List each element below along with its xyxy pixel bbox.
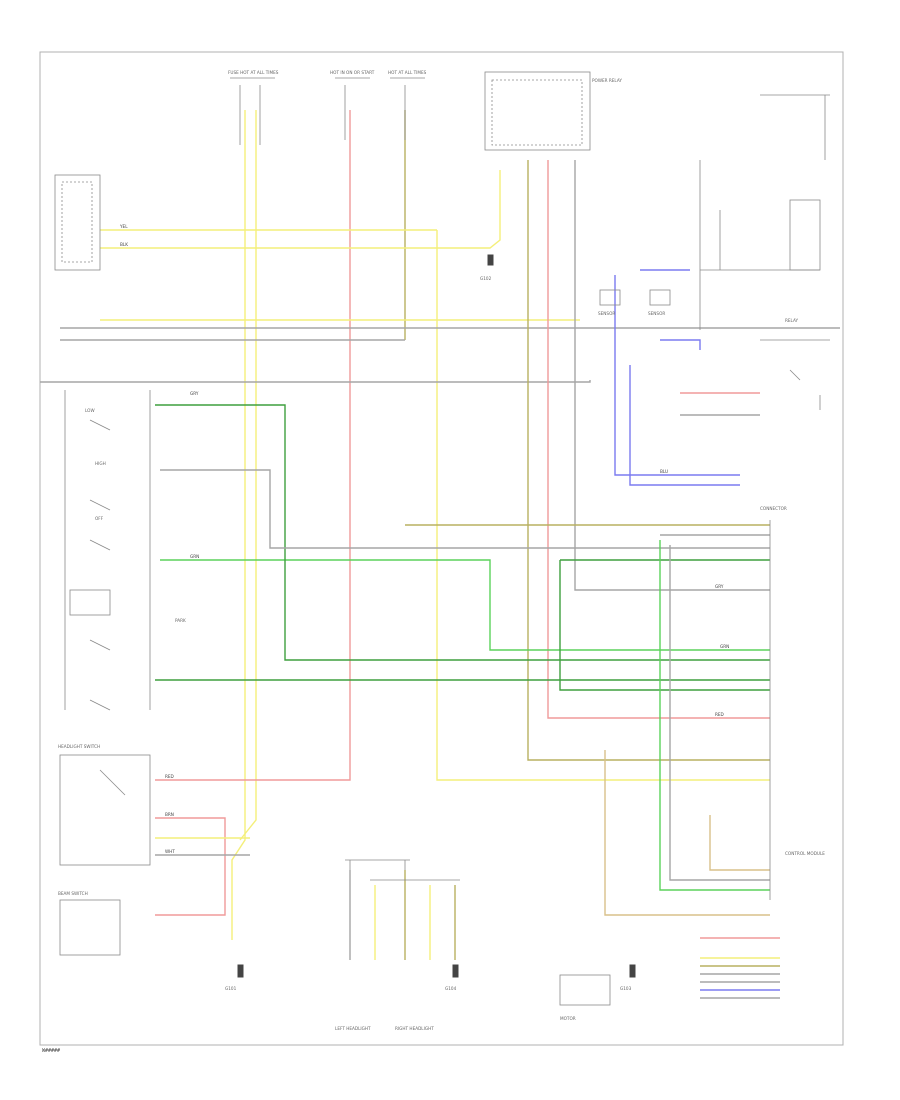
label-fuse-c: HOT AT ALL TIMES xyxy=(388,70,427,75)
headlight-switch-contact xyxy=(99,769,126,796)
label-module-right: CONTROL MODULE xyxy=(785,851,825,856)
beam-switch-box xyxy=(59,899,121,956)
wire-gray-mid xyxy=(160,469,770,549)
fuse-block-a xyxy=(230,77,275,145)
label-high: HIGH xyxy=(95,461,106,466)
label-fuse-b: HOT IN ON OR START xyxy=(330,70,375,75)
label-sensor-b: SENSOR xyxy=(648,311,665,316)
code-gry-2: GRY xyxy=(715,584,724,589)
ground-group xyxy=(237,254,636,978)
lamp-bracket xyxy=(345,859,410,870)
wire-red-ll1 xyxy=(155,817,226,916)
switch-contact-4 xyxy=(89,639,111,651)
switch-contact-5 xyxy=(89,699,111,711)
label-fuse-a: FUSE HOT AT ALL TIMES xyxy=(228,70,279,75)
label-relay-box: POWER RELAY xyxy=(592,78,622,83)
wire-gray-relay xyxy=(574,160,770,591)
diagram-frame xyxy=(39,51,844,1046)
component-group xyxy=(54,71,830,1006)
ground-d xyxy=(452,964,459,978)
headlight-switch-box xyxy=(59,754,151,866)
label-motor: MOTOR xyxy=(560,1016,576,1021)
label-lamp-left: LEFT HEADLIGHT xyxy=(335,1026,371,1031)
wire-blue-1 xyxy=(614,275,740,476)
switch-contact-1 xyxy=(89,419,111,431)
label-ground-c: G103 xyxy=(620,986,632,991)
wire-green-a xyxy=(160,559,770,651)
label-off: OFF xyxy=(95,516,104,521)
ground-b xyxy=(487,254,494,266)
wire-yellow-left-b xyxy=(239,110,257,841)
wire-tan-right xyxy=(604,750,770,916)
switch-rheostat xyxy=(69,589,111,616)
wire-red-relay xyxy=(547,160,770,719)
label-connector: CONNECTOR xyxy=(760,506,787,511)
label-ground-a: G101 xyxy=(225,986,237,991)
code-grn-1: GRN xyxy=(190,554,199,559)
label-ground-b: G102 xyxy=(480,276,492,281)
module-top-left xyxy=(54,174,101,271)
motor-box xyxy=(559,974,611,1006)
wire-green-right xyxy=(659,540,770,891)
switch-right xyxy=(760,339,830,410)
relay-right xyxy=(760,94,830,160)
label-light-switch: HEADLIGHT SWITCH xyxy=(58,744,100,749)
label-low: LOW xyxy=(85,408,95,413)
code-yel-1: YEL xyxy=(119,224,128,229)
label-relay-right: RELAY xyxy=(785,318,799,323)
fuse-block-c xyxy=(390,77,425,140)
wire-tan-right2 xyxy=(709,815,770,871)
wire-blue-3 xyxy=(660,339,701,350)
relay-right-coil xyxy=(789,199,821,271)
wire-gray-right xyxy=(669,545,770,881)
wire-yellow-left xyxy=(231,110,246,940)
code-grn-2: GRN xyxy=(720,644,729,649)
label-group: FUSE HOT AT ALL TIMES HOT IN ON OR START… xyxy=(42,70,825,1054)
wire-red-long xyxy=(155,120,351,781)
wire-gray-h3 xyxy=(40,380,591,383)
code-gry-1: GRY xyxy=(190,391,199,396)
wire-olive-relay xyxy=(527,160,770,761)
sensor-box-right2 xyxy=(649,289,671,306)
code-red-1: RED xyxy=(165,774,174,779)
code-blk-1: BLK xyxy=(120,242,128,247)
code-brn-1: BRN xyxy=(165,812,174,817)
ground-a xyxy=(237,964,244,978)
switch-contact-3 xyxy=(89,539,111,551)
relay-box-inner xyxy=(491,79,583,146)
wire-blue-2 xyxy=(629,365,740,486)
code-blu-1: BLU xyxy=(660,469,668,474)
wire-green-b xyxy=(155,404,770,661)
module-top-left-inner xyxy=(61,181,93,263)
sensor-box-right xyxy=(599,289,621,306)
code-red-2: RED xyxy=(715,712,724,717)
switch-bank-left xyxy=(64,390,151,710)
relay-right-frame xyxy=(699,160,820,330)
code-wht-1: WHT xyxy=(165,849,175,854)
label-sensor-a: SENSOR xyxy=(598,311,615,316)
label-park: PARK xyxy=(175,618,186,623)
label-beam-switch: BEAM SWITCH xyxy=(58,891,88,896)
wire-yellow-center xyxy=(436,230,770,781)
fuse-block-b xyxy=(335,77,370,140)
page-code: W##### xyxy=(42,1048,60,1054)
wire-yellow-h2 xyxy=(100,170,501,249)
switch-contact-2 xyxy=(89,499,111,511)
wire-green-e xyxy=(559,560,770,691)
relay-box xyxy=(484,71,591,151)
label-ground-d: G104 xyxy=(445,986,457,991)
wire-group xyxy=(40,110,840,999)
label-lamp-right: RIGHT HEADLIGHT xyxy=(395,1026,434,1031)
ground-c xyxy=(629,964,636,978)
